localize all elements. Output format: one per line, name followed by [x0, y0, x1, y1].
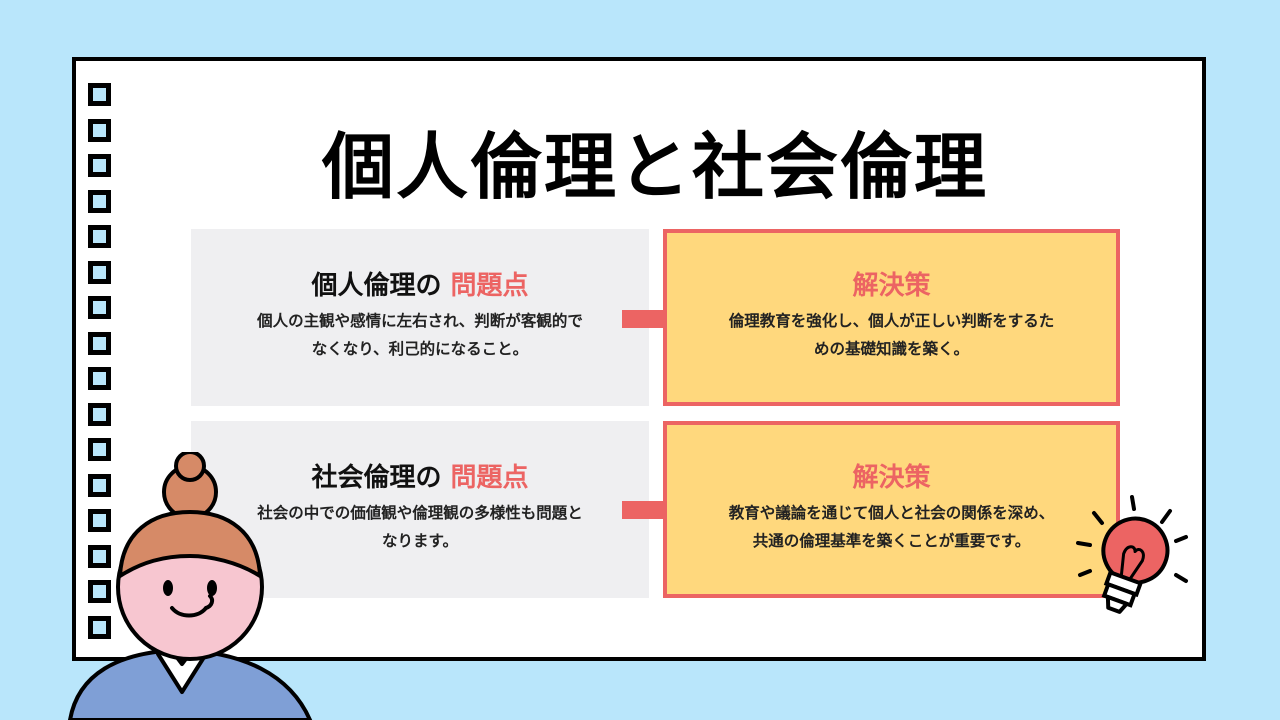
solution-text-line: 共通の倫理基準を築くことが重要です。 — [752, 532, 1031, 550]
notebook-ring-icon — [88, 296, 111, 319]
problem-card-personal: 個人倫理の 問題点 個人の主観や感情に左右され、判断が客観的で なくなり、利己的… — [191, 229, 649, 406]
notebook-ring-icon — [88, 615, 111, 639]
problem-heading: 社会倫理の 問題点 — [191, 461, 649, 495]
notebook-ring-icon — [88, 473, 111, 497]
notebook-ring-icon — [88, 189, 111, 213]
solution-text-line: 倫理教育を強化し、個人が正しい判断をするた — [728, 312, 1055, 330]
problem-heading-main: 個人倫理の — [311, 271, 442, 301]
notebook-ring-icon — [88, 580, 111, 603]
notebook-ring-icon — [88, 260, 111, 284]
problem-text: 個人の主観や感情に左右され、判断が客観的で なくなり、利己的になること。 — [215, 307, 625, 363]
solution-card-social: 解決策 教育や議論を通じて個人と社会の関係を深め、 共通の倫理基準を築くことが重… — [663, 421, 1120, 598]
notebook-ring-icon — [88, 225, 111, 248]
solution-text-line: 教育や議論を通じて個人と社会の関係を深め、 — [728, 504, 1055, 522]
solution-text: 倫理教育を強化し、個人が正しい判断をするた めの基礎知識を築く。 — [687, 307, 1097, 363]
notebook-ring-icon — [88, 509, 111, 532]
notebook-ring-icon — [88, 154, 111, 177]
notebook-ring-icon — [88, 544, 111, 568]
problem-text-line: 個人の主観や感情に左右され、判断が客観的で — [257, 312, 583, 330]
notebook-ring-icon — [88, 402, 111, 426]
problem-heading-accent: 問題点 — [450, 271, 529, 301]
lightbulb-icon — [1076, 495, 1188, 614]
solution-card-personal: 解決策 倫理教育を強化し、個人が正しい判断をするた めの基礎知識を築く。 — [663, 229, 1120, 406]
notebook-ring-icon — [88, 83, 111, 106]
solution-heading: 解決策 — [852, 271, 931, 301]
problem-heading: 個人倫理の 問題点 — [191, 269, 649, 303]
notebook-ring-icon — [88, 331, 111, 355]
notebook-ring-icon — [88, 367, 111, 390]
problem-heading-main: 社会倫理の — [311, 463, 442, 493]
problem-text-line: 社会の中での価値観や倫理観の多様性も問題と — [257, 504, 583, 522]
notebook-ring-icon — [88, 118, 111, 142]
person-illustration — [67, 452, 313, 720]
page-title: 個人倫理と社会倫理 — [321, 125, 988, 209]
solution-text-line: めの基礎知識を築く。 — [813, 340, 969, 358]
notebook-ring-icon — [88, 438, 111, 461]
solution-heading: 解決策 — [852, 463, 931, 493]
problem-text: 社会の中での価値観や倫理観の多様性も問題と なります。 — [215, 499, 625, 555]
problem-card-social: 社会倫理の 問題点 社会の中での価値観や倫理観の多様性も問題と なります。 — [191, 421, 649, 598]
problem-text-line: なります。 — [382, 532, 458, 550]
problem-heading-accent: 問題点 — [450, 463, 529, 493]
problem-text-line: なくなり、利己的になること。 — [311, 340, 529, 358]
solution-text: 教育や議論を通じて個人と社会の関係を深め、 共通の倫理基準を築くことが重要です。 — [687, 499, 1097, 555]
